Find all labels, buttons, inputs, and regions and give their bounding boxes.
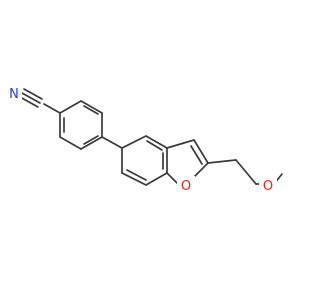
ring-oxygen-label-bg — [177, 176, 195, 194]
biaryl-bond — [101, 136, 123, 149]
benzofuran-ring-bond — [121, 135, 147, 149]
aryl-ring-bond — [59, 136, 82, 150]
nitrogen-label-bg — [6, 84, 22, 102]
nitrogen-atom-label: N — [9, 87, 19, 102]
atom-labels: N O O — [6, 84, 277, 194]
aryl-ring-bond — [80, 100, 103, 114]
ether-oxygen-atom-label: O — [263, 179, 273, 194]
furan-ring-bond — [193, 139, 209, 164]
aryl-double-bond — [83, 105, 99, 115]
benzofuran-ring-bond — [121, 172, 147, 186]
nitrile-carbon-bond — [43, 103, 61, 114]
chain-bond — [235, 159, 257, 185]
nitrile-bond-1 — [21, 92, 41, 104]
furan-ring-bond — [166, 172, 178, 184]
aryl-ring-bond — [59, 100, 82, 114]
ring-oxygen-atom-label: O — [181, 179, 191, 194]
nitrile-bond-3 — [19, 96, 39, 108]
ether-oxygen-label-bg — [259, 176, 277, 194]
nitrile-bond-2 — [23, 88, 43, 100]
furan-ring-bond — [166, 139, 195, 149]
benzofuran-double-bond — [146, 140, 163, 151]
furan-double-bond — [190, 145, 203, 165]
benzofuran-ring-bond — [145, 135, 168, 149]
benzofuran-double-bond — [126, 169, 147, 181]
bond-lines — [19, 88, 283, 186]
chain-bond — [207, 159, 237, 164]
aryl-ring-bond — [80, 136, 103, 150]
furan-ring-bond — [194, 162, 209, 177]
molecule-structure: N O O — [6, 84, 283, 194]
benzofuran-ring-bond — [145, 172, 168, 186]
aryl-double-bond — [83, 135, 99, 145]
